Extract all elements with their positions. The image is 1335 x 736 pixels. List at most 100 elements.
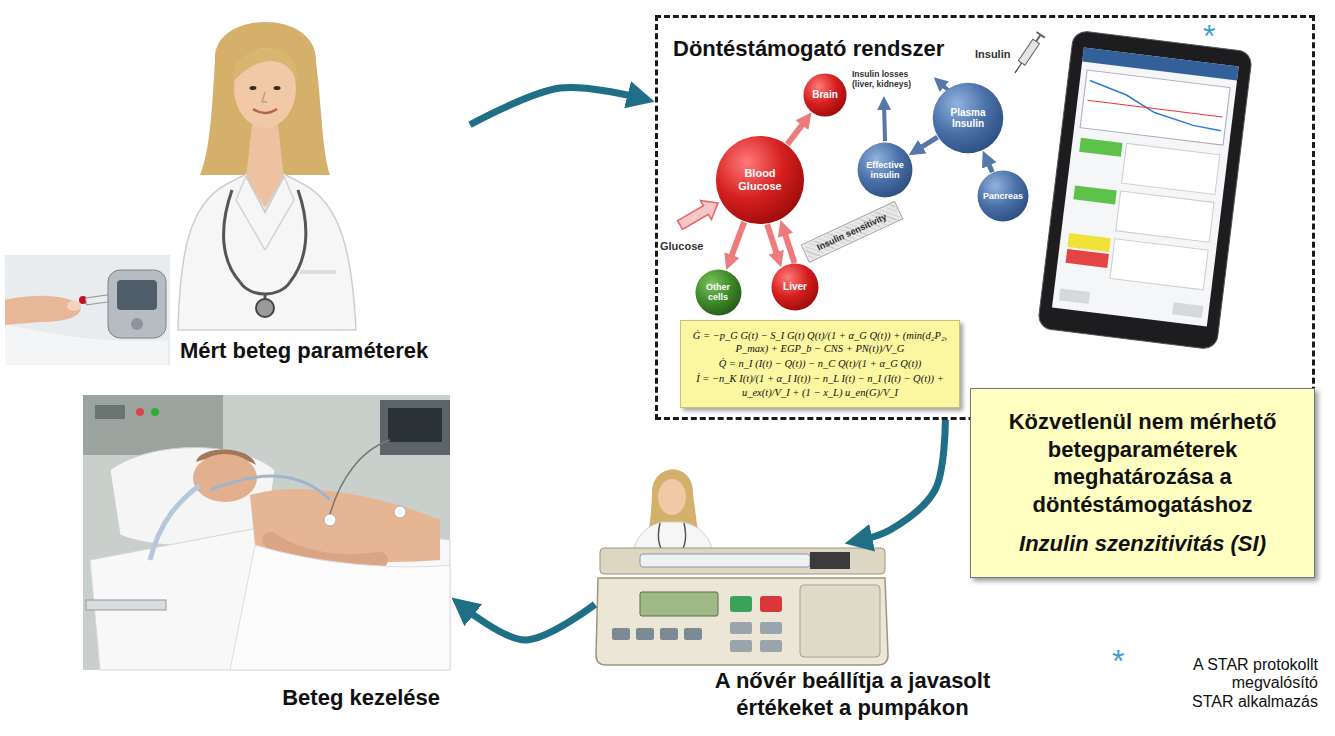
model-circle: Effective insulin	[857, 142, 913, 198]
insulin-syringe	[1011, 32, 1045, 76]
equation-box: Ġ = −p_G G(t) − S_I G(t) Q(t)/(1 + α_G Q…	[680, 320, 960, 408]
infusion-pump	[596, 548, 888, 665]
infusion-pump	[730, 640, 752, 652]
node-text: Döntéstámogató rendszer	[673, 36, 944, 62]
infusion-pump	[760, 622, 782, 634]
glucometer-photo	[5, 296, 81, 325]
node-text: A nővér beállítja a javasolt értékeket a…	[685, 668, 1020, 721]
photo-node: Beteg kezelése	[83, 395, 450, 715]
circle-fill	[771, 263, 818, 310]
flow-arrow	[462, 604, 595, 640]
doctor-photo	[233, 48, 297, 82]
circle-label-holder: Blood Glucose	[724, 167, 796, 192]
node-text: Brain	[812, 89, 838, 101]
circle-fill	[933, 83, 1004, 154]
circle-fill	[803, 73, 846, 116]
patient-photo	[380, 400, 450, 455]
node-text: Beteg kezelése	[93, 685, 440, 711]
glucometer-photo	[67, 301, 81, 311]
infusion-pump	[730, 596, 752, 612]
doctor-photo	[246, 176, 284, 212]
node-text: Mért beteg paraméterek	[180, 338, 460, 364]
flow-arrow	[916, 137, 938, 151]
tablet-app	[1079, 138, 1122, 157]
patient-photo	[150, 485, 200, 560]
tablet-app	[1059, 288, 1090, 304]
node-text: Pancreas	[983, 191, 1023, 201]
patient-photo	[230, 545, 450, 670]
insulin-syringe	[1018, 39, 1039, 65]
input-label: Glucose	[660, 240, 703, 253]
circle-label-holder: Effective insulin	[863, 160, 908, 181]
patient-photo	[388, 408, 442, 442]
patient-photo	[95, 405, 125, 419]
tablet-app	[1088, 100, 1223, 117]
model-circle: Pancreas	[977, 170, 1029, 222]
doctor-photo	[246, 125, 284, 208]
flow-arrow	[986, 158, 992, 172]
node-text: Közvetlenül nem mérhető betegparaméterek…	[989, 408, 1296, 518]
node-text: İ = −n_K I(t)/(1 + α_I I(t)) − n_L I(t) …	[689, 372, 951, 398]
tablet-app	[1086, 80, 1225, 130]
doctor-photo	[256, 299, 274, 317]
insulin-syringe	[1015, 63, 1022, 73]
footnote-text: A STAR protokollt megvalósító STAR alkal…	[1187, 656, 1318, 711]
infusion-pump	[636, 628, 654, 640]
patient-photo	[330, 440, 390, 514]
tablet-app	[1037, 30, 1252, 350]
model-circle: Liver	[771, 263, 819, 311]
tablet-app	[1066, 249, 1109, 268]
infusion-pump	[810, 552, 850, 569]
hatched-band: Insulin sensitivity	[802, 202, 902, 261]
input-label: Insulin	[975, 48, 1010, 61]
tablet-app	[1052, 47, 1239, 326]
dashed-group: Döntéstámogató rendszerBrainBlood Glucos…	[655, 15, 1315, 420]
callout-box: Közvetlenül nem mérhető betegparaméterek…	[970, 388, 1315, 578]
patient-photo	[83, 395, 450, 670]
model-circle: Brain	[803, 73, 847, 117]
tablet-app	[1067, 233, 1110, 252]
insulin-loss-arrows	[939, 82, 948, 90]
doctor-photo	[236, 176, 294, 250]
node-text: Effective insulin	[863, 160, 908, 181]
patient-photo	[151, 408, 159, 416]
doctor-photo	[170, 5, 365, 330]
photo-node: A nővér beállítja a javasolt értékeket a…	[595, 545, 1030, 725]
patient-photo	[250, 489, 440, 562]
node-text: Blood Glucose	[724, 167, 796, 192]
flow-arrow	[767, 224, 779, 259]
infusion-pump	[800, 585, 880, 657]
infusion-pump	[640, 592, 718, 616]
doctor-photo	[170, 5, 365, 330]
node-text: Q̇ = n_I (I(t) − Q(t)) − n_C Q(t)/(1 + α…	[689, 357, 951, 370]
tablet-app	[1110, 239, 1208, 290]
circle-label-holder: Pancreas	[983, 191, 1023, 201]
patient-photo	[83, 395, 223, 455]
infusion-pump	[760, 596, 782, 612]
insulin-syringe	[1037, 32, 1045, 38]
flow-arrow	[858, 420, 945, 541]
infusion-pump	[640, 554, 810, 567]
infusion-pump	[660, 628, 678, 640]
node-text: Insulin sensitivity	[815, 212, 888, 253]
doctor-photo	[274, 86, 281, 90]
circle-label-holder: Other cells	[700, 282, 735, 303]
patient-photo	[86, 600, 166, 610]
circle-fill	[695, 269, 741, 315]
doctor-photo	[253, 109, 277, 113]
doctor-photo	[262, 92, 267, 102]
glucometer-photo	[108, 270, 166, 338]
node-text: Plasma Insulin	[939, 107, 997, 130]
model-circle: Other cells	[695, 269, 742, 316]
nurse-photo	[658, 479, 686, 515]
infusion-pump	[612, 628, 630, 640]
patient-photo	[394, 506, 406, 518]
tablet-app	[1116, 191, 1214, 242]
doctor-photo	[250, 86, 257, 90]
insulin-loss-arrows	[884, 103, 885, 141]
footnote-mark: *	[1203, 20, 1215, 52]
loss-label: Insulin losses (liver, kidneys)	[852, 70, 928, 90]
tablet-app	[1073, 185, 1116, 204]
